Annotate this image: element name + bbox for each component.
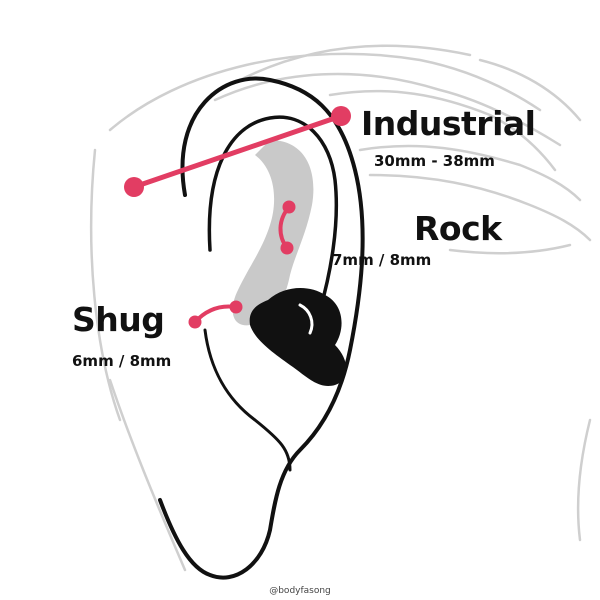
shug-label: Shug <box>72 300 165 339</box>
industrial-jewelry <box>124 106 351 197</box>
concha-shadow <box>249 288 347 386</box>
rock-size-label: 7mm / 8mm <box>332 251 432 269</box>
industrial-ball-left <box>124 177 144 197</box>
industrial-ball-right <box>331 106 351 126</box>
industrial-label: Industrial <box>361 104 536 143</box>
intertragic-notch <box>298 303 314 335</box>
rock-jewelry <box>278 200 296 255</box>
antihelix-shadow <box>232 140 314 326</box>
shug-size-label: 6mm / 8mm <box>72 352 172 370</box>
rock-ball-top <box>282 200 296 214</box>
shug-ball-right <box>229 300 243 314</box>
rock-ball-bottom <box>280 241 294 255</box>
shug-jewelry <box>188 300 243 329</box>
watermark-credit: @bodyfasong <box>269 586 331 596</box>
tragus-outline <box>203 328 292 472</box>
industrial-size-label: 30mm - 38mm <box>374 152 495 170</box>
rock-label: Rock <box>414 209 502 248</box>
shug-ball-left <box>188 315 202 329</box>
outer-ear-outline <box>158 76 365 580</box>
